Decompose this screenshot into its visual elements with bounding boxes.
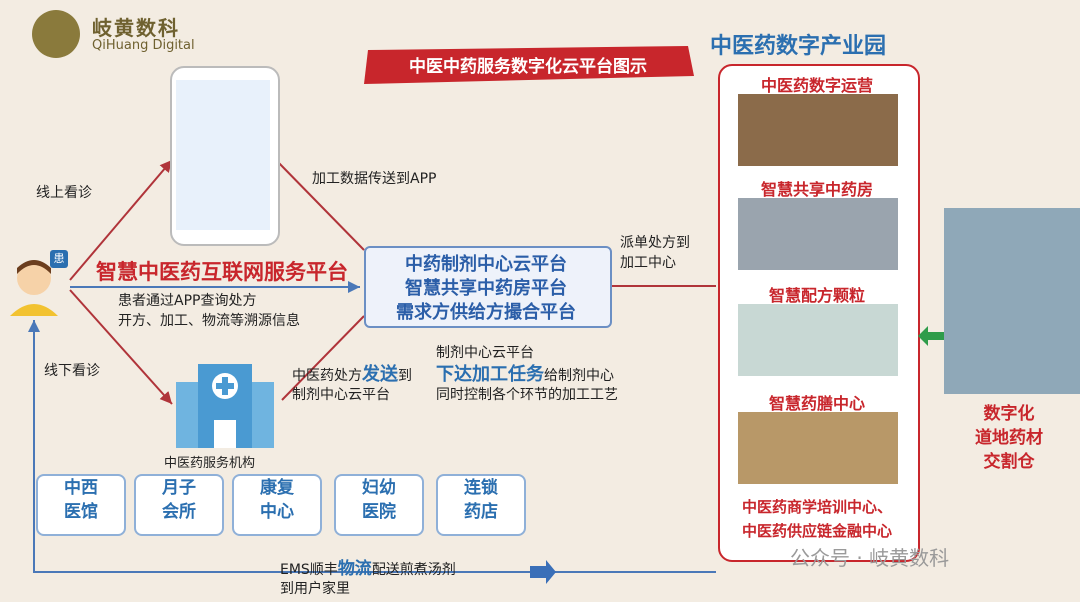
dispatch-line: 派单处方到	[620, 235, 690, 251]
institution-name: 会所	[162, 502, 196, 522]
patient-query-line: 患者通过APP查询处方	[118, 293, 257, 309]
market-line: 交割仓	[983, 452, 1035, 472]
institution-name: 康复	[260, 478, 294, 498]
page-title: 中医中药服务数字化云平台图示	[409, 57, 647, 77]
institution-card: 中西 医馆	[36, 474, 126, 536]
issue-line2: 下达加工任务给制剂中心	[436, 360, 614, 386]
send-post: 到	[398, 368, 412, 384]
institution-name: 中心	[260, 502, 294, 522]
left-arrow-icon	[918, 326, 944, 346]
issue-post: 给制剂中心	[544, 368, 614, 384]
send-line: 中医药处方发送到	[292, 360, 412, 386]
center-platform-line: 需求方供给方撮合平台	[396, 302, 576, 323]
patient-badge: 患	[50, 250, 68, 268]
logo-icon	[32, 10, 80, 58]
patient-avatar-icon	[10, 260, 58, 316]
watermark: 公众号 · 岐黄数科	[790, 546, 950, 570]
send-line2: 制剂中心云平台	[292, 387, 390, 403]
institution-name: 中西	[64, 478, 98, 498]
ems-post: 配送煎煮汤剂	[371, 562, 456, 578]
institution-card: 妇幼 医院	[334, 474, 424, 536]
park-image	[738, 94, 898, 166]
park-image	[738, 412, 898, 484]
park-item: 智慧配方颗粒	[768, 286, 865, 305]
institution-label: 中医药服务机构	[164, 456, 256, 471]
issue-line3: 同时控制各个环节的加工工艺	[436, 387, 618, 403]
ems-pre: EMS顺丰	[280, 562, 338, 578]
issue-highlight: 下达加工任务	[436, 364, 544, 385]
market-line: 道地药材	[975, 428, 1043, 448]
ems-line: EMS顺丰物流配送煎煮汤剂	[280, 554, 456, 579]
institution-name: 月子	[162, 478, 196, 498]
institution-name: 药店	[464, 502, 498, 522]
brand-name-en: QiHuang Digital	[92, 38, 195, 53]
park-image	[738, 304, 898, 376]
center-platform-box	[364, 246, 612, 328]
institution-card: 康复 中心	[232, 474, 322, 536]
ems-line2: 到用户家里	[280, 581, 350, 597]
offline-label: 线下看诊	[44, 363, 100, 379]
ems-highlight: 物流	[337, 559, 372, 579]
park-footer: 中医药供应链金融中心	[741, 522, 892, 540]
institution-card: 连锁 药店	[436, 474, 526, 536]
park-title: 中医药数字产业园	[710, 34, 887, 59]
park-item: 智慧共享中药房	[760, 180, 873, 199]
market-label: 数字化 道地药材 交割仓	[944, 402, 1074, 474]
brand-name: 岐黄数科	[92, 16, 180, 40]
park-footer: 中医药商学培训中心、	[741, 498, 892, 516]
hospital-icon	[176, 364, 274, 448]
institution-card: 月子 会所	[134, 474, 224, 536]
center-platform-line: 中药制剂中心云平台	[405, 254, 567, 275]
patient-query-line: 开方、加工、物流等溯源信息	[118, 313, 300, 329]
dispatch-line: 加工中心	[620, 255, 676, 271]
institution-name: 妇幼	[362, 478, 396, 498]
send-pre: 中医药处方	[292, 368, 362, 384]
institution-name: 连锁	[464, 478, 498, 498]
send-highlight: 发送	[362, 364, 398, 385]
app-transfer-label: 加工数据传送到APP	[312, 171, 437, 187]
title-banner-shape	[364, 46, 694, 84]
internet-platform-label: 智慧中医药互联网服务平台	[96, 260, 348, 284]
institution-name: 医馆	[64, 502, 98, 522]
online-label: 线上看诊	[36, 185, 92, 201]
institution-name: 医院	[362, 502, 396, 522]
park-item: 智慧药膳中心	[768, 394, 865, 413]
issue-line1: 制剂中心云平台	[436, 345, 534, 361]
market-image	[944, 208, 1080, 394]
app-screen	[176, 80, 270, 230]
park-item: 中医药数字运营	[760, 76, 873, 95]
park-image	[738, 198, 898, 270]
market-line: 数字化	[983, 404, 1035, 424]
center-platform-line: 智慧共享中药房平台	[405, 278, 567, 299]
